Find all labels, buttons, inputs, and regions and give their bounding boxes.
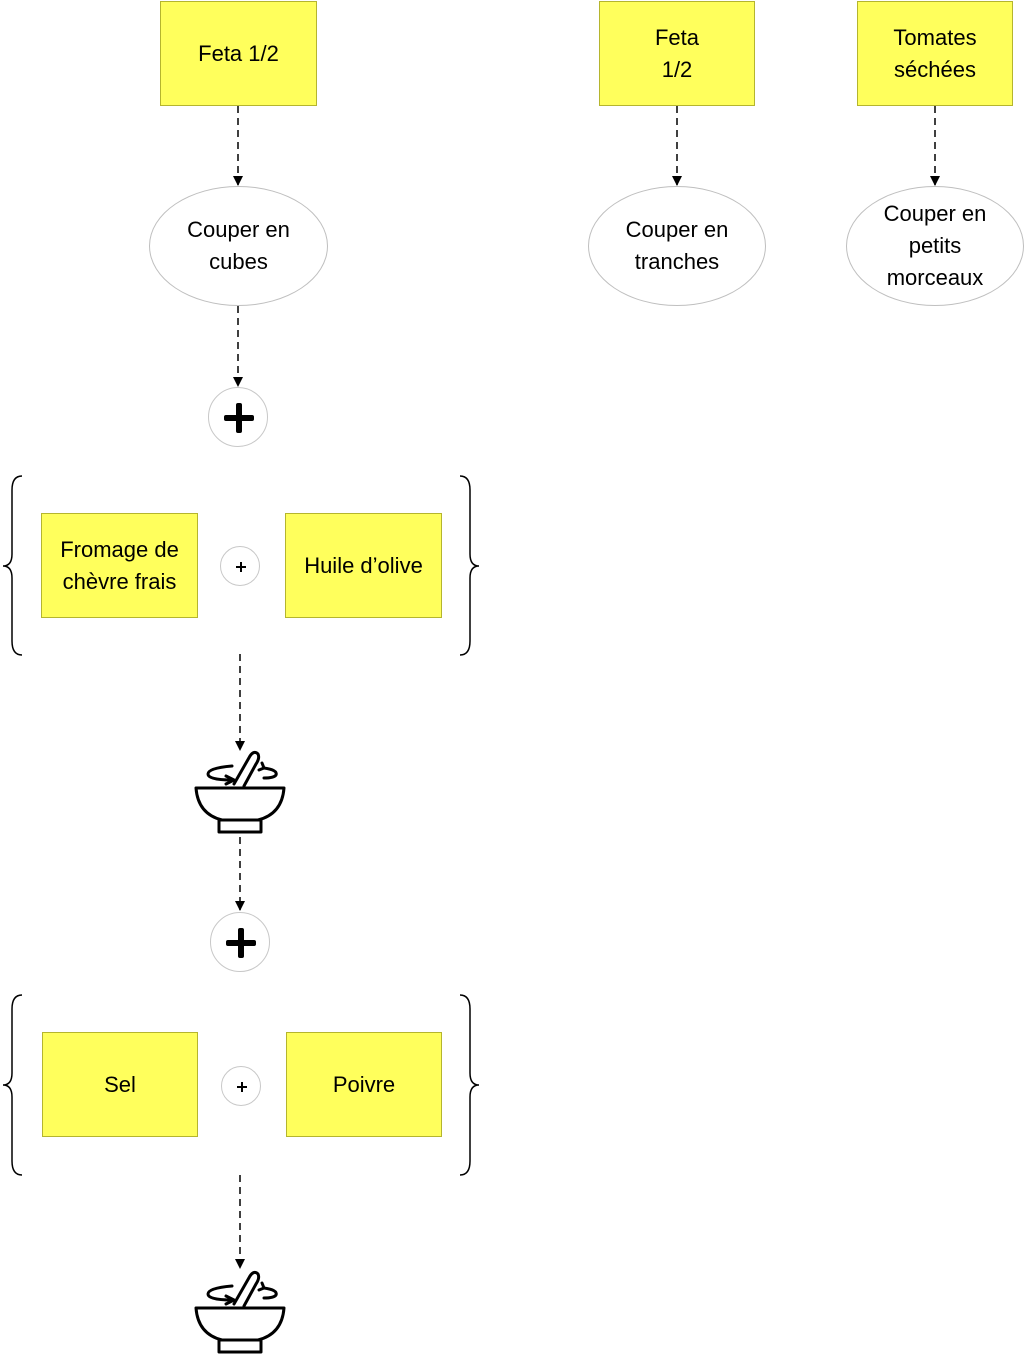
mixing-bowl-icon <box>194 750 286 834</box>
plus-icon <box>208 387 268 447</box>
plus-icon <box>220 546 260 586</box>
note-tomates: Tomates séchées <box>857 1 1013 106</box>
action-tranches: Couper en tranches <box>588 186 766 306</box>
mixing-bowl-icon <box>194 1270 286 1354</box>
action-cubes: Couper en cubes <box>149 186 328 306</box>
note-fromage: Fromage de chèvre frais <box>41 513 198 618</box>
plus-icon <box>221 1066 261 1106</box>
plus-icon <box>210 912 270 972</box>
right-brace-1 <box>459 475 480 656</box>
note-feta-slices: Feta 1/2 <box>599 1 755 106</box>
note-sel: Sel <box>42 1032 198 1137</box>
action-morceaux: Couper en petits morceaux <box>846 186 1024 306</box>
note-feta-cubes: Feta 1/2 <box>160 1 317 106</box>
left-brace-1 <box>2 475 23 656</box>
left-brace-2 <box>2 994 23 1176</box>
right-brace-2 <box>459 994 480 1176</box>
note-huile: Huile d’olive <box>285 513 442 618</box>
note-poivre: Poivre <box>286 1032 442 1137</box>
